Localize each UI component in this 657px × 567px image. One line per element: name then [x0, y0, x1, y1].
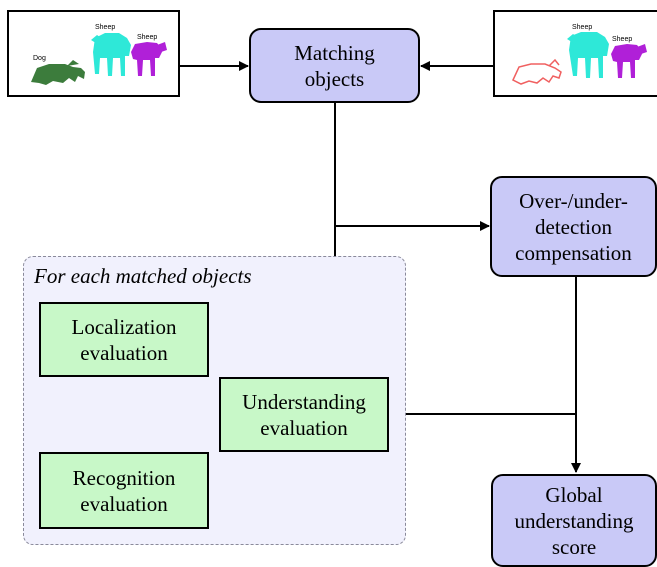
- global-line-1: Global: [545, 482, 603, 507]
- right-label-sheep-1: Sheep: [572, 24, 593, 31]
- sheep-silhouette-cyan: [91, 33, 131, 76]
- global-line-3: score: [551, 534, 597, 559]
- matching-objects-node: Matching objects: [249, 28, 420, 103]
- left-label-sheep-1: Sheep: [95, 24, 116, 31]
- right-image-shapes: [512, 32, 647, 85]
- matching-line-2: objects: [304, 66, 365, 91]
- compensation-node: Over-/under- detection compensation: [490, 176, 657, 277]
- localization-line-1: Localization: [71, 314, 177, 339]
- sheep-silhouette-cyan-right: [567, 32, 609, 78]
- localization-line-2: evaluation: [80, 340, 168, 365]
- sheep-silhouette-magenta-right: [611, 44, 647, 78]
- left-label-dog: Dog: [33, 55, 46, 62]
- recognition-evaluation-node: Recognition evaluation: [39, 452, 209, 529]
- group-title: For each matched objects: [34, 264, 252, 288]
- recognition-line-1: Recognition: [72, 465, 176, 490]
- compensation-line-3: compensation: [515, 240, 632, 265]
- localization-evaluation-node: Localization evaluation: [39, 302, 209, 377]
- recognition-line-2: evaluation: [80, 491, 168, 516]
- dog-outline: [512, 58, 562, 85]
- left-image-shapes: [31, 33, 167, 85]
- left-image-thumbnail: Dog Sheep Sheep: [7, 10, 180, 97]
- matching-line-1: Matching: [294, 40, 375, 65]
- global-line-2: understanding: [514, 508, 634, 533]
- left-label-sheep-2: Sheep: [137, 34, 158, 41]
- right-label-sheep-2: Sheep: [612, 36, 633, 43]
- understanding-line-2: evaluation: [260, 415, 348, 440]
- dog-silhouette: [31, 60, 85, 85]
- compensation-line-2: detection: [535, 214, 612, 239]
- sheep-silhouette-magenta: [131, 42, 167, 76]
- understanding-line-1: Understanding: [242, 389, 366, 414]
- compensation-line-1: Over-/under-: [519, 188, 628, 213]
- global-score-node: Global understanding score: [491, 474, 657, 567]
- understanding-evaluation-node: Understanding evaluation: [219, 377, 389, 452]
- right-image-thumbnail: Sheep Sheep: [493, 10, 657, 97]
